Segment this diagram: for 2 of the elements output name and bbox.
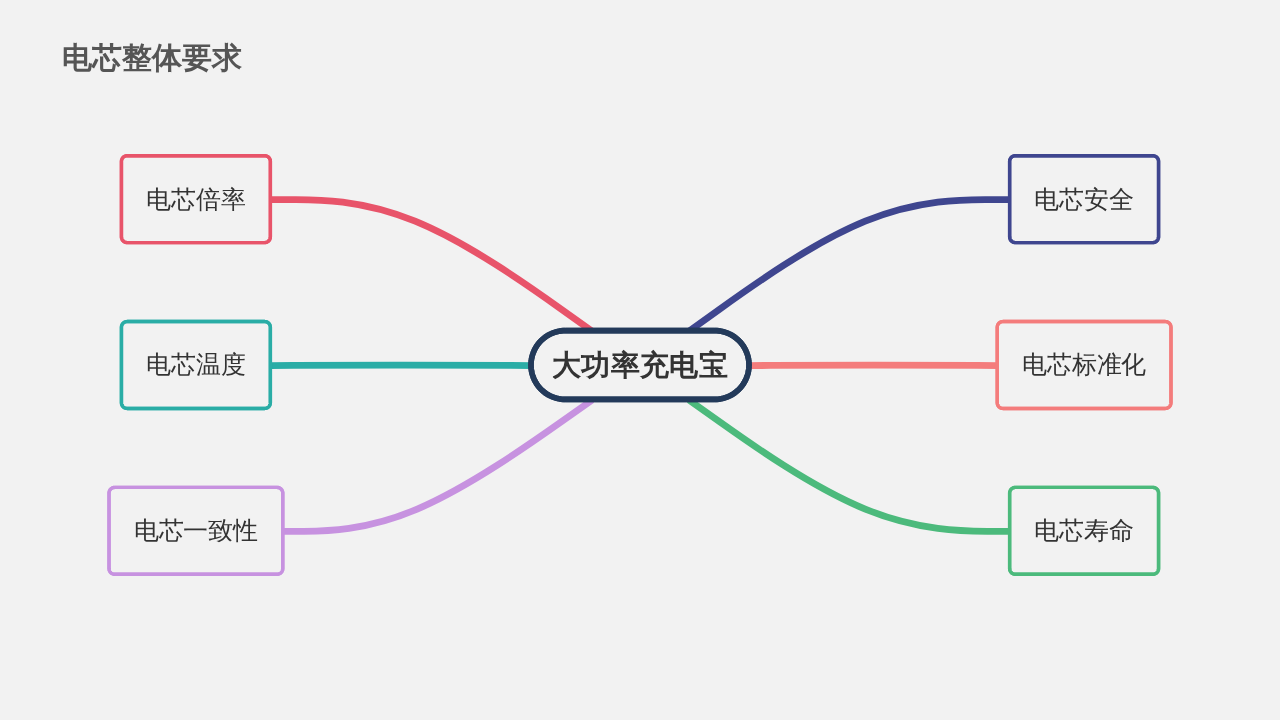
connector bbox=[749, 361, 998, 369]
diagram-title: 电芯整体要求 bbox=[62, 39, 242, 77]
